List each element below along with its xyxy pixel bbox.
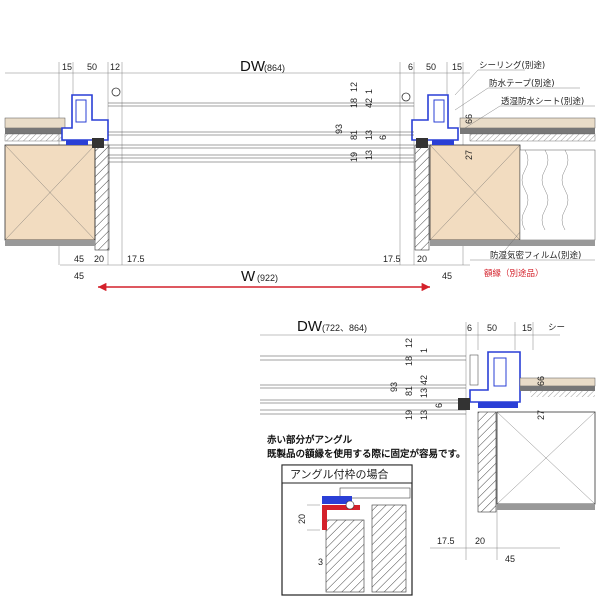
top-dims-left: 15 50 12 <box>62 62 120 72</box>
dim-label: 3 <box>318 557 323 567</box>
frame-right <box>401 92 459 148</box>
dim-label: 15 <box>62 62 72 72</box>
callout-vapor-film: 防湿気密フィルム(別途) <box>490 250 581 261</box>
sheathing-right <box>469 133 596 142</box>
dim-label: 45 <box>74 271 84 281</box>
dim-label: 15 <box>452 62 462 72</box>
dim-label: 50 <box>87 62 97 72</box>
drywall-right <box>414 144 430 251</box>
bottom-dw-label: DW <box>297 318 323 335</box>
dim-label: 66 <box>464 114 474 124</box>
dim-label: 27 <box>536 410 546 420</box>
top-dims-right: 6 50 15 <box>408 62 462 72</box>
dim-label: 17.5 <box>383 254 401 264</box>
floor-right <box>430 240 595 246</box>
dim-label: 13 <box>419 410 429 420</box>
callout-casing-red: 額縁（別途品） <box>484 268 544 279</box>
callout-sealing: シーリング(別途) <box>479 60 545 71</box>
top-dw-label: DW <box>240 58 266 75</box>
frame-left <box>61 87 121 148</box>
dim-label: 6 <box>434 403 444 408</box>
dim-label: 27 <box>464 150 474 160</box>
callouts: シーリング(別途) 防水テープ(別途) 透湿防水シート(別途) 防湿気密フィルム… <box>454 60 595 279</box>
dim-label: 20 <box>417 254 427 264</box>
siding-right <box>459 117 596 129</box>
dim-label: 12 <box>110 62 120 72</box>
bottom-glass <box>260 355 466 415</box>
top-vertical-dims: 12 18 42 1 13 6 93 81 19 13 66 27 <box>334 82 474 162</box>
note-angle-easy: 既製品の額縁を使用する際に固定が容易です。 <box>267 448 466 460</box>
dim-label: 6 <box>408 62 413 72</box>
bottom-section: DW (722、864) 6 50 15 シー <box>260 318 596 596</box>
bottom-dw-value: (722、864) <box>322 323 367 333</box>
angle-red-part <box>322 505 360 530</box>
dim-label: 13 <box>364 130 374 140</box>
floor-left <box>5 240 95 246</box>
dim-label: 20 <box>94 254 104 264</box>
dim-label: 81 <box>404 386 414 396</box>
top-section: DW (864) 15 50 12 6 50 15 <box>4 58 596 292</box>
dim-label: 50 <box>487 323 497 333</box>
dim-label: 19 <box>349 152 359 162</box>
siding-bottom <box>519 377 596 387</box>
dim-label: 20 <box>475 536 485 546</box>
top-w-value: (922) <box>257 273 278 283</box>
knob-icon <box>401 92 411 102</box>
bottom-vertical-dims: 12 18 42 1 13 6 93 81 19 13 66 27 <box>389 338 546 420</box>
top-dw-value: (864) <box>264 63 285 73</box>
dim-label: 18 <box>404 356 414 366</box>
insulation-right <box>519 149 596 241</box>
inset-angle-frame: アングル付枠の場合 20 3 <box>281 464 413 596</box>
siding-dark-bottom <box>520 386 595 391</box>
dim-label: 13 <box>419 388 429 398</box>
dim-label: 45 <box>505 554 515 564</box>
drywall-left <box>94 144 110 251</box>
dim-label: 20 <box>297 514 307 524</box>
callout-breathable-sheet: 透湿防水シート(別途) <box>501 96 584 107</box>
dim-label: 17.5 <box>437 536 455 546</box>
callout-cut: シー <box>548 323 565 333</box>
sheathing-bottom <box>530 391 595 397</box>
dim-label: 93 <box>389 382 399 392</box>
dim-label: 45 <box>74 254 84 264</box>
dim-label: 13 <box>364 150 374 160</box>
siding-dark-right <box>460 128 595 134</box>
siding-dark-left <box>5 128 65 134</box>
dim-label: 50 <box>426 62 436 72</box>
dim-label: 81 <box>349 130 359 140</box>
bottom-frame <box>458 351 521 410</box>
dim-label: 1 <box>364 89 374 94</box>
siding-left <box>4 117 66 129</box>
dim-label: 1 <box>419 348 429 353</box>
dim-label: 42 <box>364 98 374 108</box>
dim-label: 19 <box>404 410 414 420</box>
screw-icon <box>345 500 355 510</box>
dim-label: 93 <box>334 124 344 134</box>
dim-label: 12 <box>349 82 359 92</box>
dim-label: 15 <box>522 323 532 333</box>
callout-waterproof-tape: 防水テープ(別途) <box>489 78 555 89</box>
inset-title: アングル付枠の場合 <box>290 467 389 481</box>
dim-label: 45 <box>442 271 452 281</box>
dim-label: 42 <box>419 375 429 385</box>
drywall-bottom <box>477 411 497 513</box>
knob-icon <box>111 87 121 97</box>
dim-label: 17.5 <box>127 254 145 264</box>
dim-label: 12 <box>404 338 414 348</box>
sheathing-left <box>4 133 66 142</box>
floor-bottom <box>497 504 595 510</box>
glass-panes <box>108 102 414 163</box>
dim-label: 66 <box>536 376 546 386</box>
dim-label: 6 <box>467 323 472 333</box>
dim-label: 18 <box>349 98 359 108</box>
dim-label: 6 <box>378 135 388 140</box>
top-w-label: W <box>241 268 256 285</box>
note-angle-red: 赤い部分がアングル <box>267 434 353 446</box>
